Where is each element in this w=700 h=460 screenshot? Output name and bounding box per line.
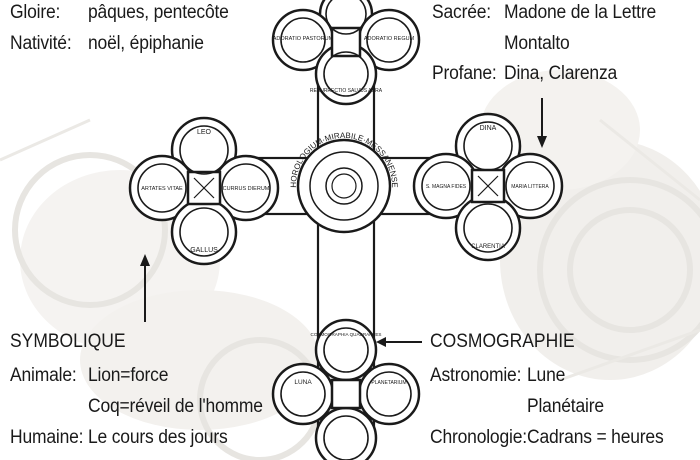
animale-label: Animale: [10,365,77,386]
astronomie-label: Astronomie: [430,365,522,386]
left-cluster-bottom-label: GALLUS [190,247,218,254]
left-cluster-right-label: CURRUS DIERUM [223,186,270,192]
right-cluster-top-label: DINA [480,125,497,132]
left-cluster-top-label: LEO [197,129,212,136]
symbolique-heading: SYMBOLIQUE [10,331,126,352]
bottom-cluster-left-label: LUNA [294,379,312,386]
right-cluster-left-label: S. MAGNA FIDES [426,184,467,190]
humaine-value: Le cours des jours [88,427,228,448]
center-medallion: HOROLOGIUM·MIRABILE·MESSANENSE [289,131,399,234]
animale-value-2: Coq=réveil de l'homme [88,396,263,417]
profane-label: Profane: [432,63,497,84]
cluster-right: DINA S. MAGNA FIDES MARIA LITTERA CLAREN… [412,112,564,262]
sacree-value-2: Montalto [504,33,570,54]
bottom-cluster-top-label: COSMOGRAPHIA QUADRANTES [311,332,382,337]
top-cluster-bottom-label: RESURRECTIO SALVUS AURA [310,88,383,94]
gloire-label: Gloire: [10,2,61,23]
top-cluster-left-label: ADORATIO PASTORUM [273,36,334,42]
top-cluster-right-label: ADORATIO REGUM [364,36,415,42]
cluster-left: LEO ARTATES VITAE CURRUS DIERUM GALLUS [128,116,280,266]
animale-value-1: Lion=force [88,365,169,386]
humaine-label: Humaine: [10,427,84,448]
nativite-label: Nativité: [10,33,72,54]
cosmographie-heading: COSMOGRAPHIE [430,331,575,352]
right-cluster-right-label: MARIA LITTERA [511,184,549,190]
sacree-label: Sacrée: [432,2,491,23]
gloire-value: pâques, pentecôte [88,2,229,23]
astronomie-value-2: Planétaire [527,396,604,417]
cluster-top: ADORATIO PASTORUM ADORATIO REGUM RESURRE… [271,0,421,106]
cluster-bottom: COSMOGRAPHIA QUADRANTES LUNA PLANETARIUM [271,318,421,460]
nativite-value: noël, épiphanie [88,33,204,54]
profane-value: Dina, Clarenza [504,63,618,84]
left-cluster-left-label: ARTATES VITAE [141,186,183,192]
chronologie-label: Chronologie: [430,427,527,448]
right-cluster-bottom-label: CLARENTIA [471,244,505,250]
sacree-value-1: Madone de la Lettre [504,2,657,23]
bottom-cluster-right-label: PLANETARIUM [371,380,406,386]
arrows [140,98,547,347]
chronologie-value: Cadrans = heures [527,427,664,448]
astronomie-value-1: Lune [527,365,566,386]
